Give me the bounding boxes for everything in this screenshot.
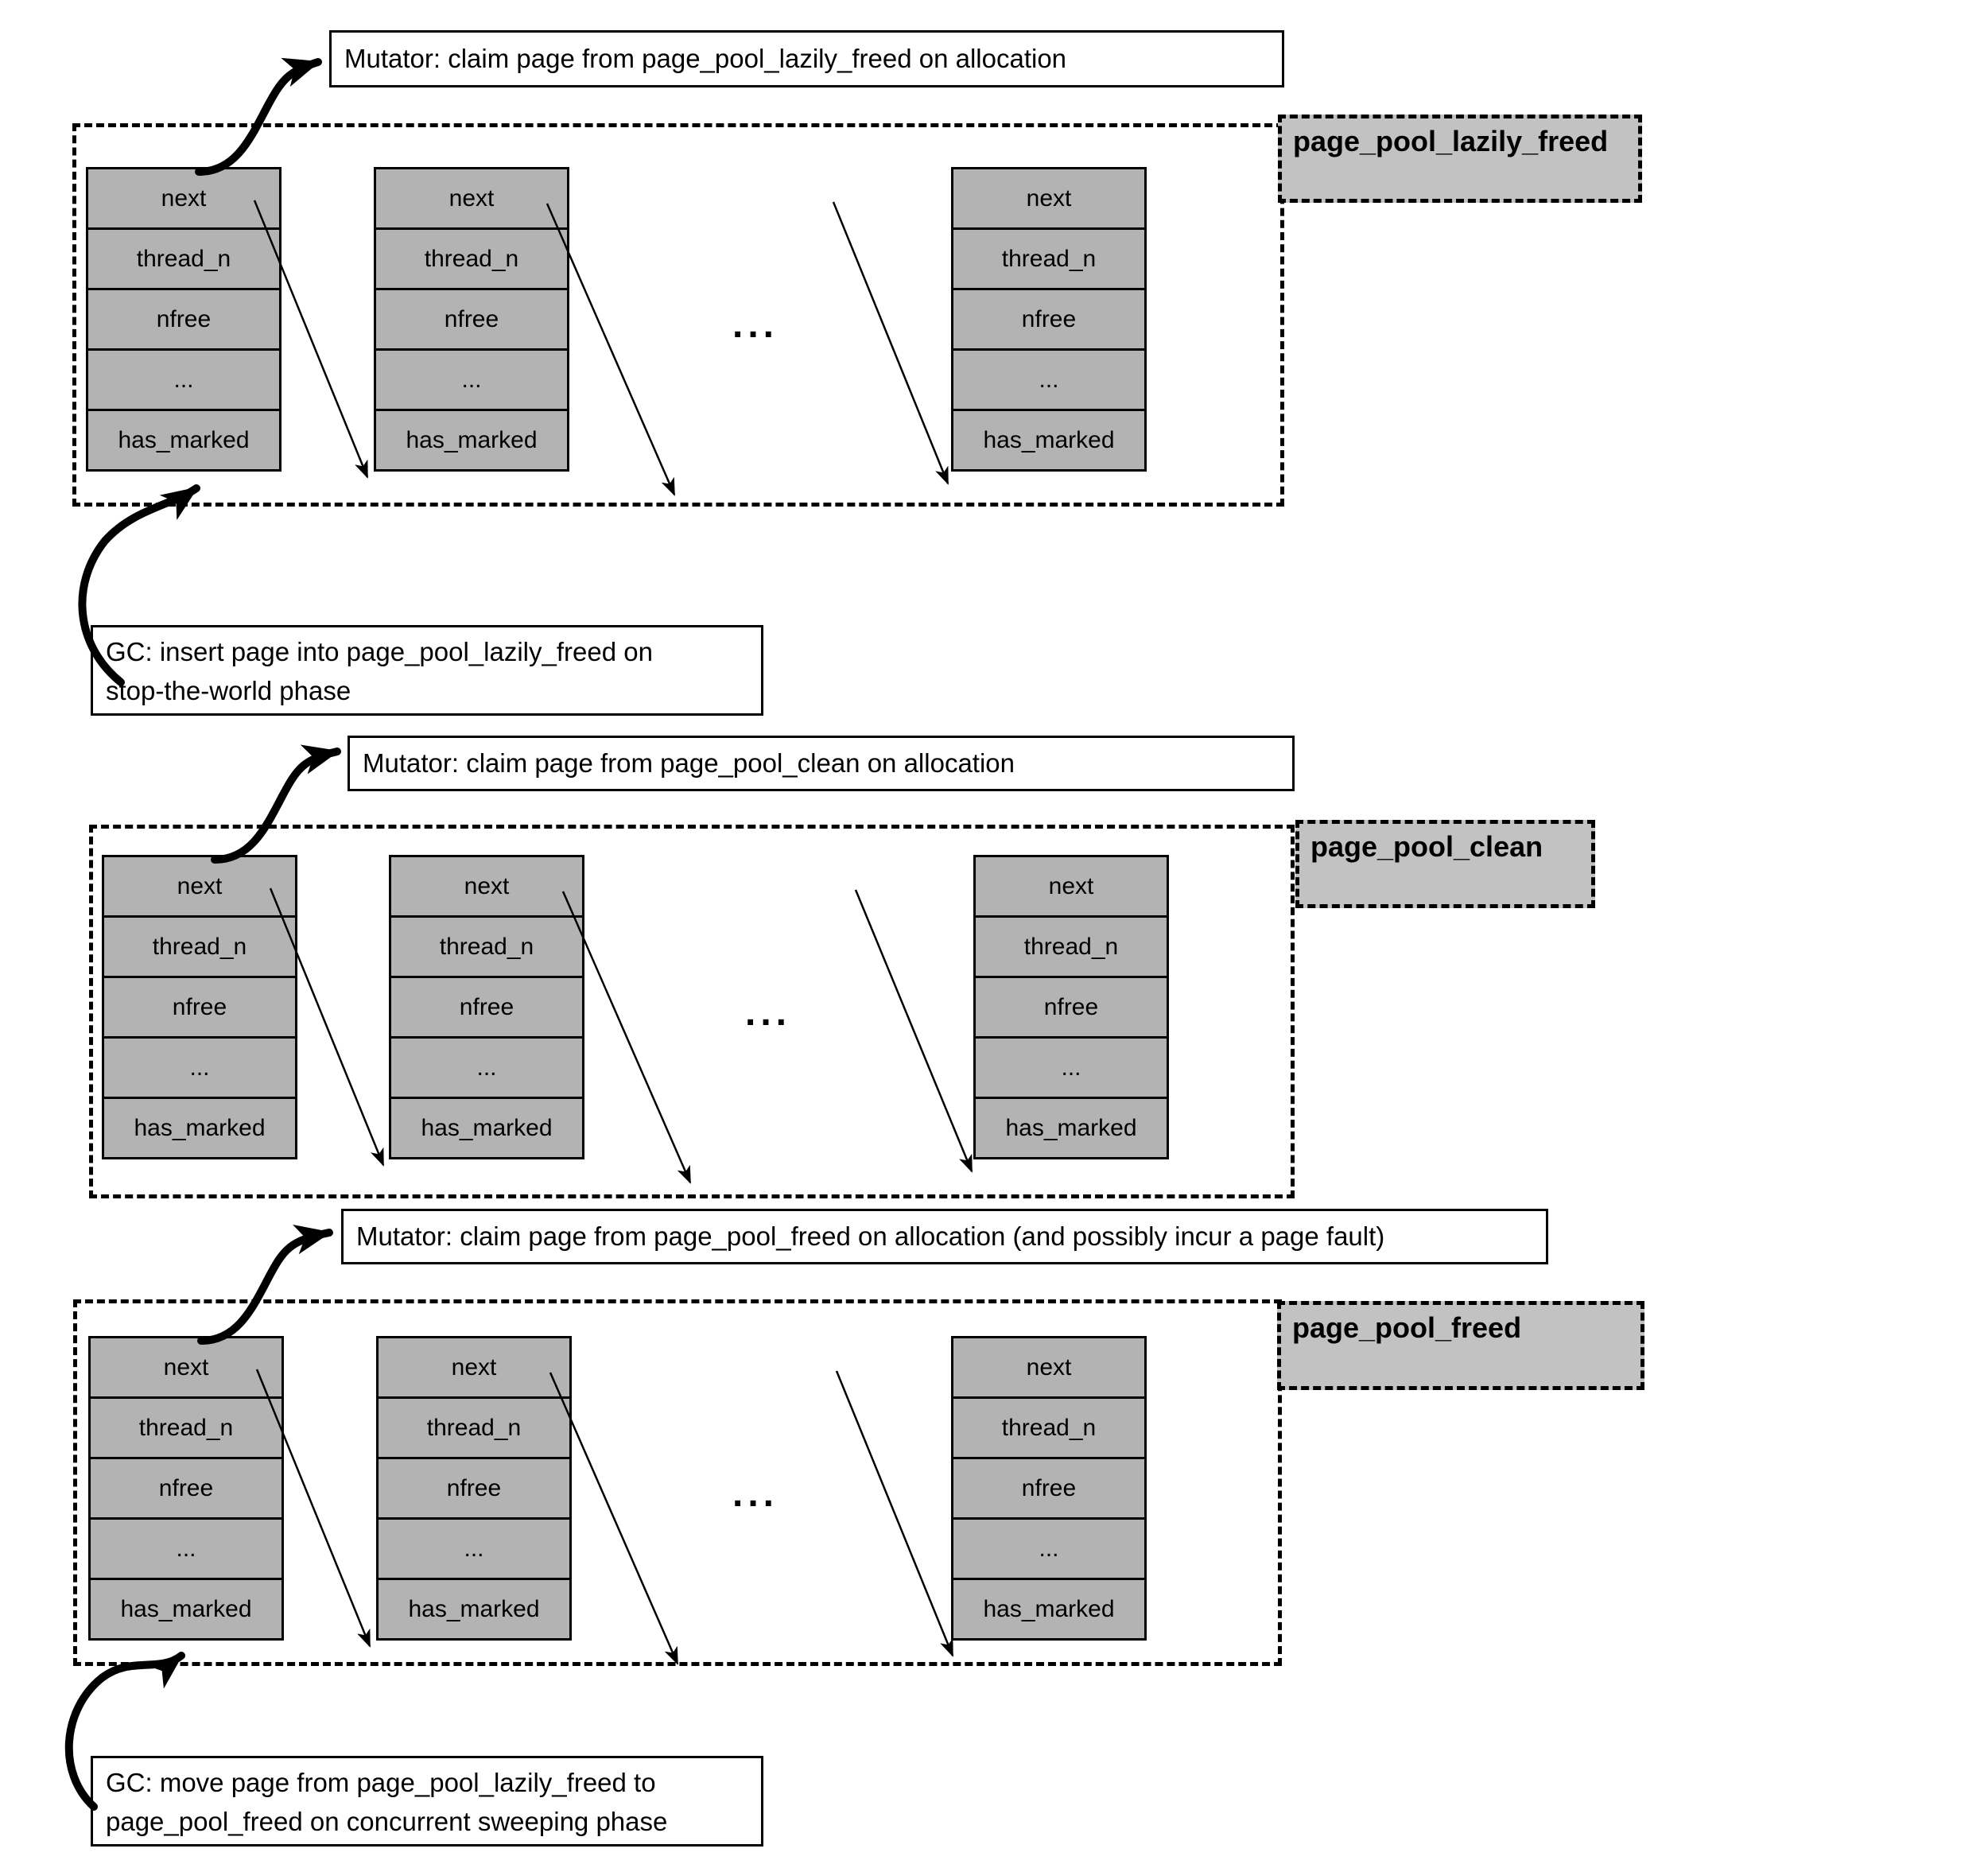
struct-field-nfree: nfree xyxy=(374,288,569,351)
struct-field-threadn: thread_n xyxy=(102,915,297,978)
mutator-note-clean: Mutator: claim page from page_pool_clean… xyxy=(348,736,1295,791)
struct-field-nfree: nfree xyxy=(951,288,1147,351)
struct-field-next: next xyxy=(88,1336,284,1399)
elided-pages-ellipsis: ... xyxy=(732,303,779,346)
struct-field-threadn: thread_n xyxy=(374,227,569,290)
struct-field-hasmarked: has_marked xyxy=(376,1578,572,1641)
struct-field-next: next xyxy=(389,855,584,918)
struct-field-threadn: thread_n xyxy=(88,1396,284,1459)
struct-field-hasmarked: has_marked xyxy=(88,1578,284,1641)
struct-field-nfree: nfree xyxy=(389,976,584,1039)
struct-field-threadn: thread_n xyxy=(951,227,1147,290)
pool-label-lazily-freed: page_pool_lazily_freed xyxy=(1278,115,1642,203)
struct-field-dots: ... xyxy=(951,1517,1147,1580)
mutator-note-freed: Mutator: claim page from page_pool_freed… xyxy=(341,1209,1548,1264)
struct-field-threadn: thread_n xyxy=(951,1396,1147,1459)
struct-field-next: next xyxy=(951,1336,1147,1399)
struct-field-dots: ... xyxy=(374,348,569,411)
gc-note-line: GC: move page from page_pool_lazily_free… xyxy=(106,1768,656,1797)
struct-field-dots: ... xyxy=(88,1517,284,1580)
struct-field-dots: ... xyxy=(86,348,282,411)
struct-field-hasmarked: has_marked xyxy=(951,409,1147,472)
gc-note-move: GC: move page from page_pool_lazily_free… xyxy=(91,1756,763,1847)
struct-field-next: next xyxy=(973,855,1169,918)
mutator-note-lazily-freed: Mutator: claim page from page_pool_lazil… xyxy=(329,30,1284,87)
struct-field-nfree: nfree xyxy=(88,1457,284,1520)
struct-field-threadn: thread_n xyxy=(973,915,1169,978)
struct-field-next: next xyxy=(951,167,1147,230)
struct-field-threadn: thread_n xyxy=(86,227,282,290)
struct-field-nfree: nfree xyxy=(86,288,282,351)
gc-note-line: GC: insert page into page_pool_lazily_fr… xyxy=(106,637,653,666)
pool-container-lazily-freed xyxy=(72,123,1284,507)
struct-field-threadn: thread_n xyxy=(376,1396,572,1459)
struct-field-hasmarked: has_marked xyxy=(389,1097,584,1159)
struct-field-nfree: nfree xyxy=(376,1457,572,1520)
struct-field-dots: ... xyxy=(389,1036,584,1099)
struct-field-hasmarked: has_marked xyxy=(973,1097,1169,1159)
struct-field-hasmarked: has_marked xyxy=(951,1578,1147,1641)
struct-field-nfree: nfree xyxy=(951,1457,1147,1520)
struct-field-threadn: thread_n xyxy=(389,915,584,978)
struct-field-nfree: nfree xyxy=(102,976,297,1039)
struct-field-hasmarked: has_marked xyxy=(102,1097,297,1159)
pool-label-clean: page_pool_clean xyxy=(1295,820,1595,908)
pool-container-clean xyxy=(89,825,1295,1198)
struct-field-dots: ... xyxy=(951,348,1147,411)
gc-note-insert: GC: insert page into page_pool_lazily_fr… xyxy=(91,625,763,716)
struct-field-hasmarked: has_marked xyxy=(374,409,569,472)
gc-note-line: stop-the-world phase xyxy=(106,676,351,705)
struct-field-next: next xyxy=(376,1336,572,1399)
struct-field-dots: ... xyxy=(376,1517,572,1580)
struct-field-dots: ... xyxy=(102,1036,297,1099)
struct-field-hasmarked: has_marked xyxy=(86,409,282,472)
struct-field-next: next xyxy=(86,167,282,230)
elided-pages-ellipsis: ... xyxy=(744,991,791,1034)
elided-pages-ellipsis: ... xyxy=(732,1472,779,1515)
pool-label-freed: page_pool_freed xyxy=(1277,1301,1644,1390)
gc-note-line: page_pool_freed on concurrent sweeping p… xyxy=(106,1807,668,1836)
struct-field-nfree: nfree xyxy=(973,976,1169,1039)
struct-field-next: next xyxy=(374,167,569,230)
struct-field-next: next xyxy=(102,855,297,918)
struct-field-dots: ... xyxy=(973,1036,1169,1099)
